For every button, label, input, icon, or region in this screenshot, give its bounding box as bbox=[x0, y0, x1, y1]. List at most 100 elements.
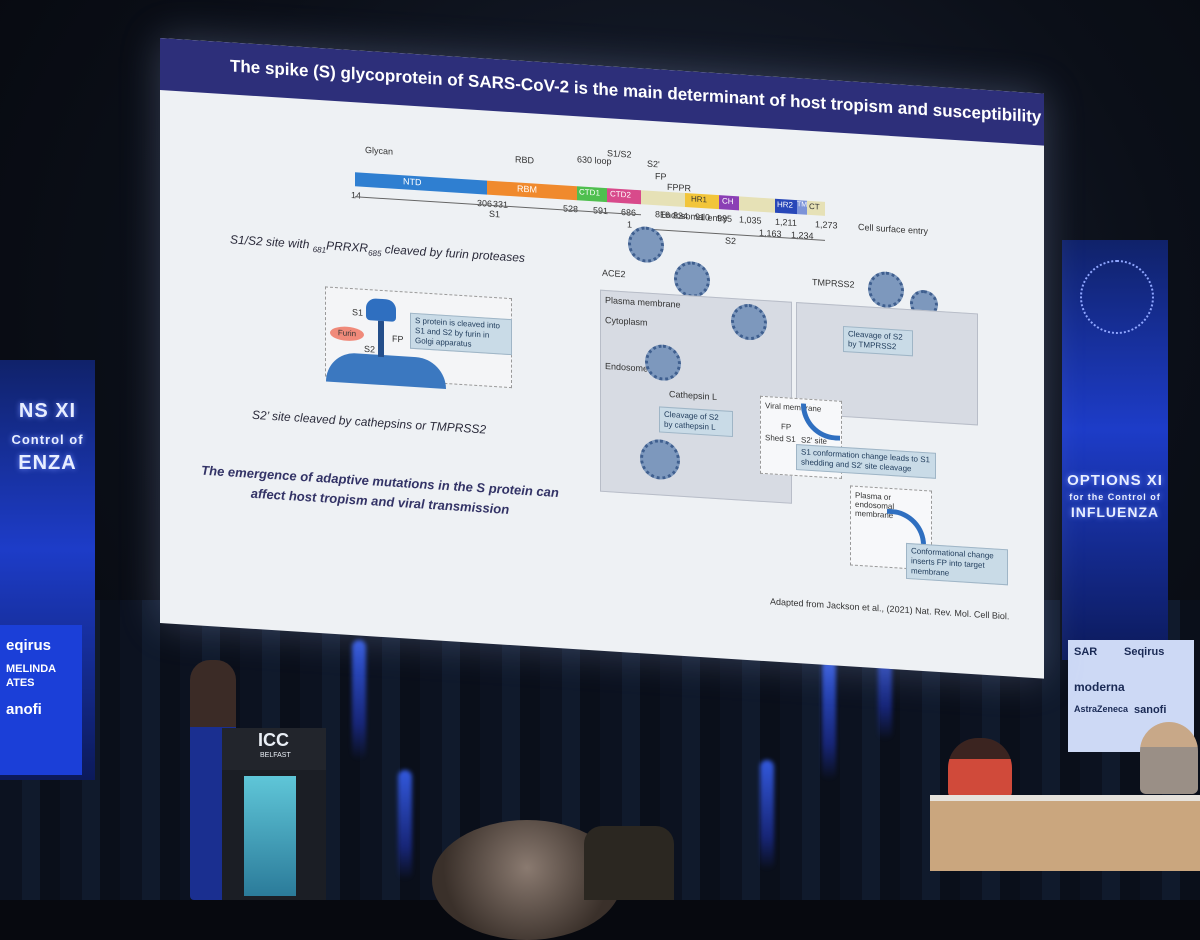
banner-title: OPTIONS XI bbox=[1067, 472, 1163, 489]
entry-pathways-figure: Endosomal entry Cell surface entry ACE2 … bbox=[600, 206, 1030, 593]
sponsor-logo: ATES bbox=[6, 677, 35, 689]
banner-title-2: ENZA bbox=[18, 452, 77, 474]
s2-label: S2 bbox=[364, 343, 376, 355]
stage-light bbox=[760, 760, 774, 870]
ct-domain: CT bbox=[807, 200, 825, 216]
cathepsin-l-label: Cathepsin L bbox=[669, 389, 718, 403]
conformational-change-callout: Conformational change inserts FP into ta… bbox=[906, 542, 1008, 586]
virus-graphic-icon bbox=[1080, 260, 1154, 334]
hr2-label: HR2 bbox=[777, 199, 794, 210]
glycan-label: Glycan bbox=[365, 144, 394, 157]
virus-particle-icon bbox=[645, 343, 681, 382]
tmprss2-label: TMPRSS2 bbox=[812, 277, 855, 290]
slide-title: The spike (S) glycoprotein of SARS-CoV-2… bbox=[230, 56, 1042, 127]
podium-top: ICC BELFAST bbox=[222, 728, 326, 770]
podium-logo: ICC bbox=[258, 730, 289, 750]
slide-citation: Adapted from Jackson et al., (2021) Nat.… bbox=[770, 596, 1010, 622]
s1s2-residue-end: 685 bbox=[368, 248, 382, 259]
hr1-domain: HR1 bbox=[685, 193, 719, 210]
projection-screen: The spike (S) glycoprotein of SARS-CoV-2… bbox=[160, 38, 1044, 679]
fp-label: FP bbox=[781, 422, 792, 432]
shed-s1-label: Shed S1 bbox=[765, 433, 796, 444]
ct-label: CT bbox=[809, 201, 820, 212]
audience-seat bbox=[584, 826, 674, 900]
s2-mid-domain bbox=[739, 196, 775, 213]
virus-particle-icon bbox=[731, 302, 767, 342]
hr1-label: HR1 bbox=[691, 194, 708, 205]
ace2-label: ACE2 bbox=[602, 267, 626, 280]
s1s2-site-text: S1/S2 site with 681PRRXR685 cleaved by f… bbox=[230, 232, 525, 267]
s1-subunit-graphic bbox=[366, 297, 396, 322]
rbm-domain: RBM bbox=[487, 180, 577, 201]
stage-light bbox=[822, 660, 836, 780]
s2-linker-domain bbox=[641, 190, 685, 208]
s1s2-residue-start: 681 bbox=[312, 244, 327, 255]
rbm-label: RBM bbox=[517, 183, 537, 195]
s1s2-text-prefix: S1/S2 site with bbox=[230, 232, 313, 252]
fp-label: FP bbox=[655, 171, 667, 182]
sponsor-logo: anofi bbox=[6, 701, 42, 718]
s1s2-sequence: PRRXR bbox=[326, 238, 369, 256]
panelist-person bbox=[1140, 722, 1198, 794]
banner-title-2: INFLUENZA bbox=[1070, 504, 1160, 520]
sponsor-logo: AstraZeneca bbox=[1074, 704, 1129, 714]
podium-display bbox=[244, 776, 296, 896]
s2prime-site-text: S2’ site cleaved by cathepsins or TMPRSS… bbox=[252, 407, 487, 437]
banner-title: NS XI bbox=[18, 400, 77, 422]
sponsor-logo: sanofi bbox=[1134, 704, 1167, 716]
s1-label: S1 bbox=[352, 307, 364, 318]
furin-enzyme: Furin bbox=[330, 325, 364, 342]
furin-cleavage-figure: Furin S1 S2 FP S protein is cleaved into… bbox=[325, 286, 512, 389]
ctd2-label: CTD2 bbox=[610, 189, 631, 200]
conclusion-text: The emergence of adaptive mutations in t… bbox=[201, 462, 559, 517]
s1s2-label: S1/S2 bbox=[607, 148, 632, 160]
fp-label: FP bbox=[392, 333, 404, 345]
left-conference-banner: NS XI Control of ENZA eqirus MELINDA ATE… bbox=[0, 360, 95, 780]
membrane-graphic bbox=[326, 351, 446, 389]
tmprss2-cleavage-callout: Cleavage of S2 by TMPRSS2 bbox=[843, 325, 913, 357]
sponsor-logo: eqirus bbox=[6, 637, 52, 654]
panel-table bbox=[930, 795, 1200, 871]
virus-particle-icon bbox=[868, 270, 904, 309]
ctd2-domain: CTD2 bbox=[607, 188, 641, 205]
endosome-label: Endosome bbox=[605, 360, 649, 374]
cathepsin-cleavage-callout: Cleavage of S2 by cathepsin L bbox=[659, 406, 733, 438]
slide-title-bar: The spike (S) glycoprotein of SARS-CoV-2… bbox=[160, 38, 1044, 146]
banner-subtitle: Control of bbox=[11, 432, 84, 447]
stage-light bbox=[398, 770, 412, 880]
sponsor-logo: Seqirus bbox=[1124, 646, 1165, 658]
s2prime-label: S2' bbox=[647, 158, 660, 170]
podium: ICC BELFAST bbox=[222, 728, 326, 900]
cytoplasm-label: Cytoplasm bbox=[605, 314, 648, 328]
banner-subtitle: for the Control of bbox=[1069, 492, 1161, 502]
hr2-domain: HR2 bbox=[775, 198, 797, 215]
right-conference-banner: OPTIONS XI for the Control of INFLUENZA bbox=[1062, 240, 1168, 660]
cell-surface-entry-label: Cell surface entry bbox=[858, 221, 929, 237]
stage-light bbox=[352, 640, 366, 760]
rbd-label: RBD bbox=[515, 154, 535, 166]
ctd1-label: CTD1 bbox=[579, 187, 600, 198]
ch-domain: CH bbox=[719, 195, 739, 211]
s2-stalk-graphic bbox=[378, 320, 384, 358]
ch-label: CH bbox=[722, 196, 734, 207]
plasma-membrane-label: Plasma membrane bbox=[605, 294, 681, 310]
virus-particle-icon bbox=[674, 260, 710, 299]
podium-logo-sub: BELFAST bbox=[260, 752, 291, 759]
s1-subunit-label: S1 bbox=[489, 208, 501, 220]
tm-label: TM bbox=[797, 201, 808, 209]
panelist-person bbox=[948, 738, 1012, 798]
tm-domain: TM bbox=[797, 200, 807, 215]
furin-callout: S protein is cleaved into S1 and S2 by f… bbox=[410, 312, 512, 356]
s1s2-text-suffix: cleaved by furin proteases bbox=[381, 241, 525, 265]
sponsor-logo: MELINDA bbox=[6, 663, 57, 675]
ntd-domain: NTD bbox=[355, 172, 487, 195]
sponsor-panel: SAR Seqirus moderna AstraZeneca sanofi bbox=[1068, 640, 1194, 752]
ntd-label: NTD bbox=[403, 176, 422, 188]
sponsor-logo: moderna bbox=[1074, 680, 1125, 694]
residue-number: 14 bbox=[351, 190, 362, 201]
virus-particle-icon bbox=[628, 225, 664, 264]
sponsor-logo: SAR bbox=[1074, 646, 1098, 658]
ctd1-domain: CTD1 bbox=[577, 186, 607, 203]
sponsor-panel: eqirus MELINDA ATES anofi bbox=[0, 625, 82, 775]
